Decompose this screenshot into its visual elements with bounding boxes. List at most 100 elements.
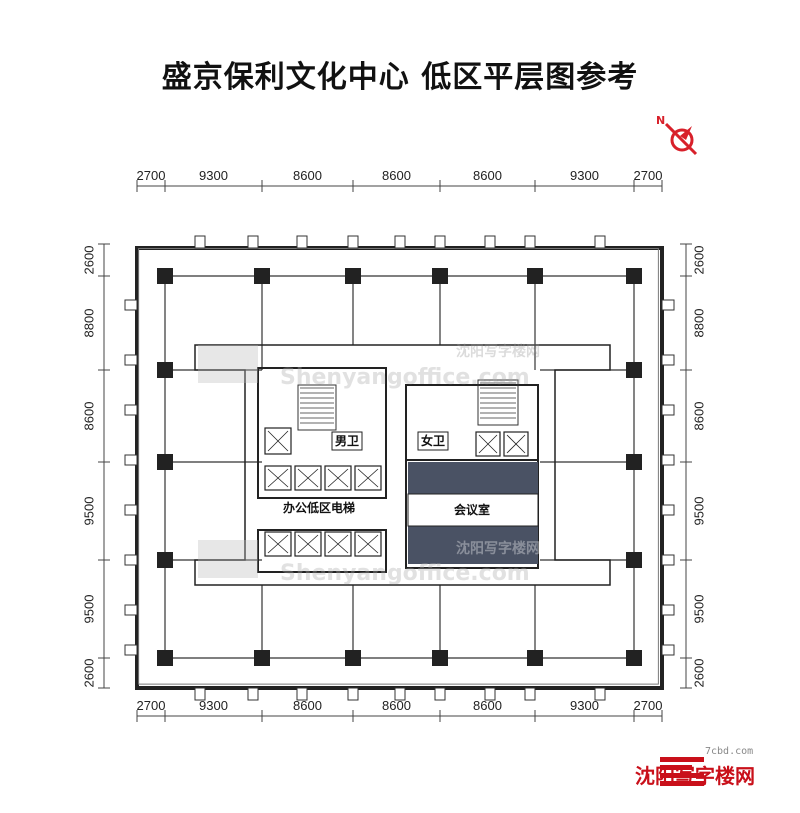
column xyxy=(432,268,448,284)
mullion xyxy=(347,235,359,249)
dimension-label-bottom: 8600 xyxy=(382,698,411,713)
page-title: 盛京保利文化中心 低区平层图参考 xyxy=(161,60,639,95)
mullion xyxy=(296,235,308,249)
mullion xyxy=(247,235,259,249)
mullion xyxy=(394,235,406,249)
mullion xyxy=(661,644,675,656)
dimension-label-top: 2700 xyxy=(634,168,663,183)
compass-label: N xyxy=(656,114,665,127)
column xyxy=(157,454,173,470)
mullion xyxy=(124,604,138,616)
watermark-cn-1: 沈阳写字楼网 xyxy=(456,343,540,360)
building-outline xyxy=(135,246,664,690)
mullion xyxy=(661,454,675,466)
mullion xyxy=(661,354,675,366)
column xyxy=(157,268,173,284)
dimension-label-right: 8600 xyxy=(691,402,706,431)
mullion xyxy=(124,354,138,366)
womens-restroom-label: 女卫 xyxy=(421,433,445,448)
column xyxy=(432,650,448,666)
dimension-label-bottom: 2700 xyxy=(137,698,166,713)
dimension-label-top: 2700 xyxy=(137,168,166,183)
mullion xyxy=(524,235,536,249)
dimension-label-bottom: 8600 xyxy=(293,698,322,713)
brand-name: 沈阳写字楼网 xyxy=(635,764,755,788)
column xyxy=(345,650,361,666)
column xyxy=(626,362,642,378)
dimension-label-right: 8800 xyxy=(691,309,706,338)
dimension-label-top: 8600 xyxy=(473,168,502,183)
dimension-label-bottom: 2700 xyxy=(634,698,663,713)
mullion xyxy=(347,687,359,701)
elevator-banks xyxy=(264,427,529,557)
mullion xyxy=(124,299,138,311)
column xyxy=(626,454,642,470)
dimension-label-left: 9500 xyxy=(81,497,96,526)
dimension-label-right: 2600 xyxy=(691,659,706,688)
restrooms: 男卫 女卫 xyxy=(331,431,449,451)
column xyxy=(345,268,361,284)
watermark-cn-2: 沈阳写字楼网 xyxy=(456,540,540,557)
mullion xyxy=(661,604,675,616)
column xyxy=(254,650,270,666)
stairs xyxy=(297,379,519,431)
mens-restroom-label: 男卫 xyxy=(335,434,359,448)
dimension-label-top: 8600 xyxy=(293,168,322,183)
dimension-label-left: 8600 xyxy=(81,402,96,431)
column xyxy=(527,268,543,284)
mullion xyxy=(661,404,675,416)
column xyxy=(254,268,270,284)
mullion xyxy=(661,504,675,516)
elevator-label: 办公低区电梯 xyxy=(283,500,355,515)
mullion xyxy=(124,454,138,466)
mullion xyxy=(484,235,496,249)
mullion xyxy=(124,504,138,516)
mullion xyxy=(661,554,675,566)
dimension-label-top: 9300 xyxy=(570,168,599,183)
mullion xyxy=(394,687,406,701)
dimension-label-top: 8600 xyxy=(382,168,411,183)
dimension-label-left: 2600 xyxy=(81,246,96,275)
mullion xyxy=(524,687,536,701)
dimension-ticks xyxy=(98,180,692,722)
meeting-room: 会议室 xyxy=(407,462,539,564)
column xyxy=(626,650,642,666)
mullion xyxy=(124,554,138,566)
column xyxy=(626,552,642,568)
dimension-label-bottom: 9300 xyxy=(570,698,599,713)
dimension-label-right: 2600 xyxy=(691,246,706,275)
column xyxy=(157,650,173,666)
dimension-label-bottom: 8600 xyxy=(473,698,502,713)
grid-lines xyxy=(164,275,635,659)
mullion xyxy=(296,687,308,701)
dimension-label-left: 9500 xyxy=(81,595,96,624)
dimension-lines xyxy=(103,185,687,717)
mullion xyxy=(434,687,446,701)
watermark: 沈阳写字楼网 Shenyangoffice.com 沈阳写字楼网 Shenyan… xyxy=(198,343,540,586)
mullion xyxy=(484,687,496,701)
dimension-label-right: 9500 xyxy=(691,497,706,526)
mullion xyxy=(594,235,606,249)
stair-treads xyxy=(300,382,516,424)
mullion xyxy=(247,687,259,701)
site-url: 7cbd.com xyxy=(705,746,754,757)
dimension-label-right: 9500 xyxy=(691,595,706,624)
mullion xyxy=(661,299,675,311)
structural-columns xyxy=(157,268,642,666)
dimension-label-top: 9300 xyxy=(199,168,228,183)
column xyxy=(157,362,173,378)
watermark-en-1: Shenyangoffice.com xyxy=(280,365,530,390)
meeting-room-label: 会议室 xyxy=(454,502,490,517)
column xyxy=(527,650,543,666)
dimension-label-bottom: 9300 xyxy=(199,698,228,713)
mullion xyxy=(124,404,138,416)
mullion xyxy=(194,687,206,701)
compass-icon: N xyxy=(656,114,698,156)
mullion xyxy=(194,235,206,249)
dimension-label-left: 2600 xyxy=(81,659,96,688)
facade-mullions xyxy=(124,235,675,701)
column xyxy=(626,268,642,284)
brand-logo xyxy=(660,757,704,786)
